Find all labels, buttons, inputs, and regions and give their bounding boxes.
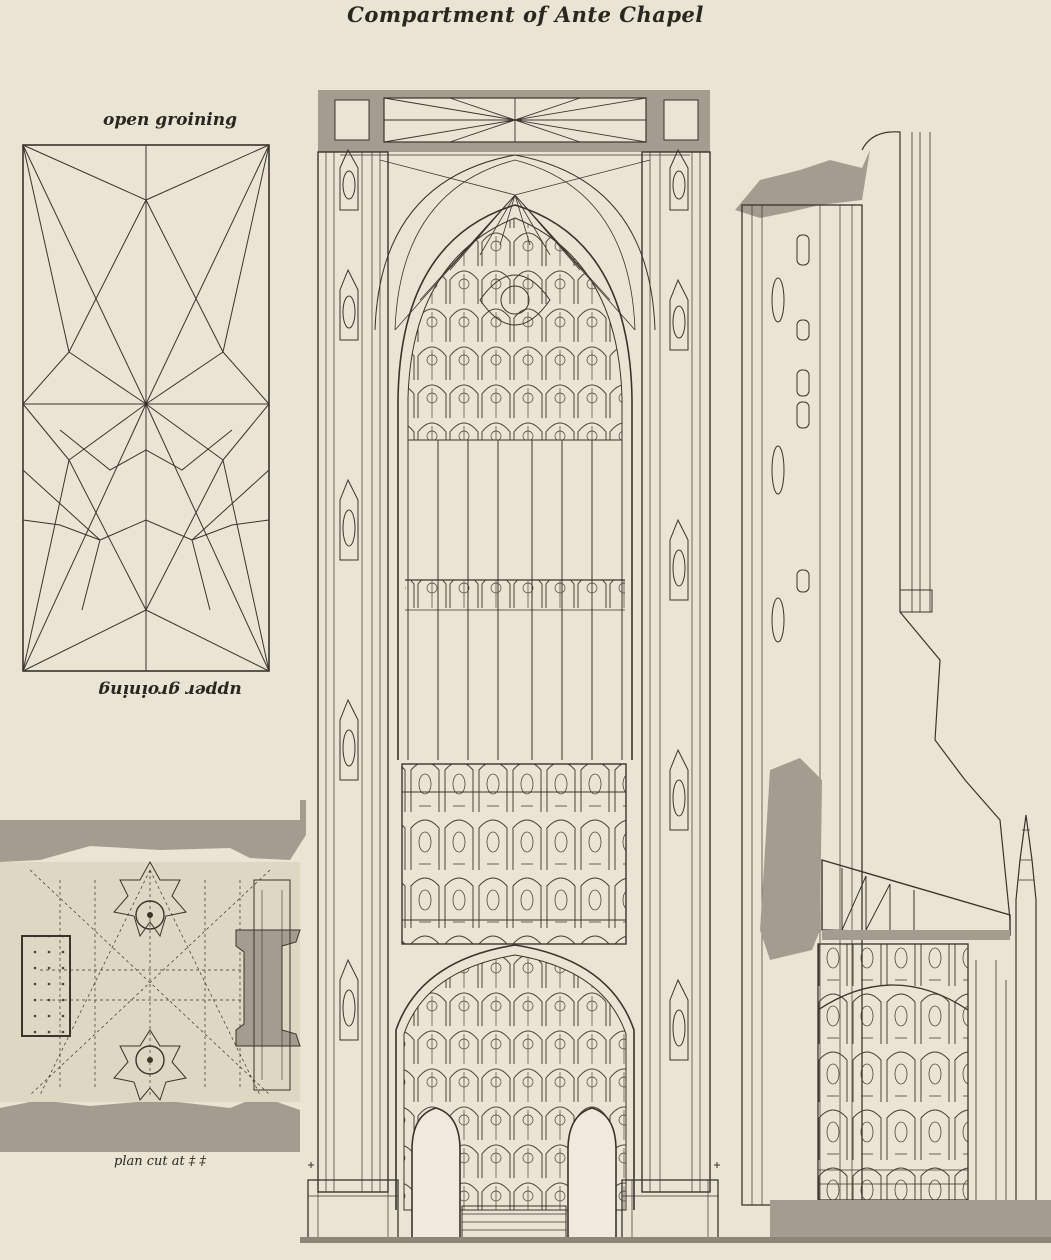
- plan-wash-top: [0, 800, 306, 862]
- plan-wash-bottom: [0, 1096, 300, 1152]
- doorway-arch: [395, 944, 635, 1210]
- groining-plan: [22, 144, 270, 672]
- statue-band: [401, 763, 627, 945]
- left-door: [411, 1107, 461, 1241]
- side-section: [300, 131, 1051, 1243]
- chantry-screen: [817, 943, 969, 1201]
- window-transom: [405, 580, 625, 610]
- section-wall-wash: [735, 150, 870, 218]
- roof-truss: [821, 859, 1011, 936]
- section-wash-lower: [760, 758, 822, 960]
- plan-pier: [235, 929, 301, 1047]
- open-groining-label: open groining: [102, 110, 238, 130]
- window-arch: [397, 204, 633, 760]
- left-shaft: [317, 151, 389, 1193]
- drawing-title: Compartment of Ante Chapel: [347, 2, 704, 27]
- pinnacle: [1015, 814, 1037, 1231]
- plan-cut-label: plan cut at ‡ ‡: [114, 1154, 206, 1169]
- right-door: [567, 1107, 617, 1241]
- floor-plan: [0, 800, 306, 1152]
- upper-groining-label: upper groining: [98, 680, 242, 700]
- main-elevation: [307, 90, 720, 1241]
- right-shaft: [641, 151, 711, 1193]
